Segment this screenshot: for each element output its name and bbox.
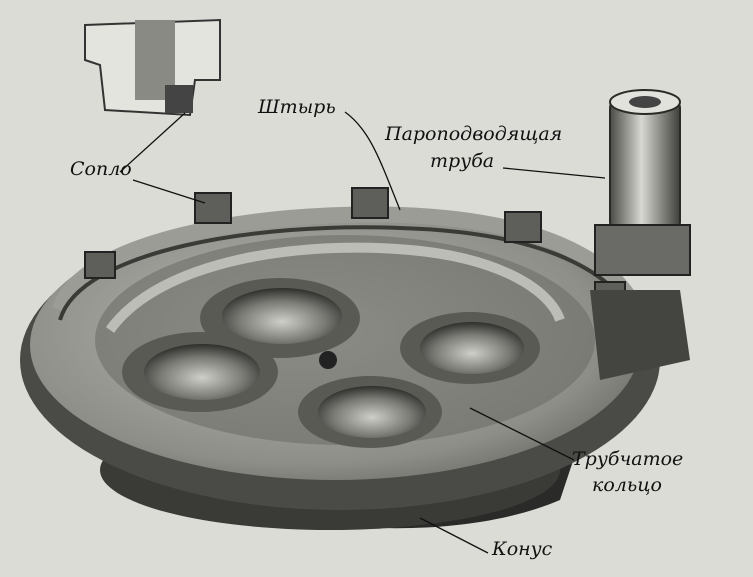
plate-holes: [122, 278, 540, 448]
label-tubular-ring-line2: кольцо: [592, 474, 662, 496]
label-pin: Штырь: [258, 96, 336, 118]
label-steam-pipe-line1: Пароподводящая: [385, 123, 563, 145]
label-nozzle: Сопло: [70, 158, 132, 180]
steam-pipe: [590, 89, 691, 380]
label-steam-pipe-line2: труба: [430, 150, 495, 172]
label-tubular-ring-line1: Трубчатое: [572, 448, 684, 470]
leader-lines: [119, 111, 606, 554]
label-cone: Конус: [492, 538, 553, 560]
nozzle-detail: [84, 18, 221, 117]
inner-pipe: [105, 242, 565, 333]
